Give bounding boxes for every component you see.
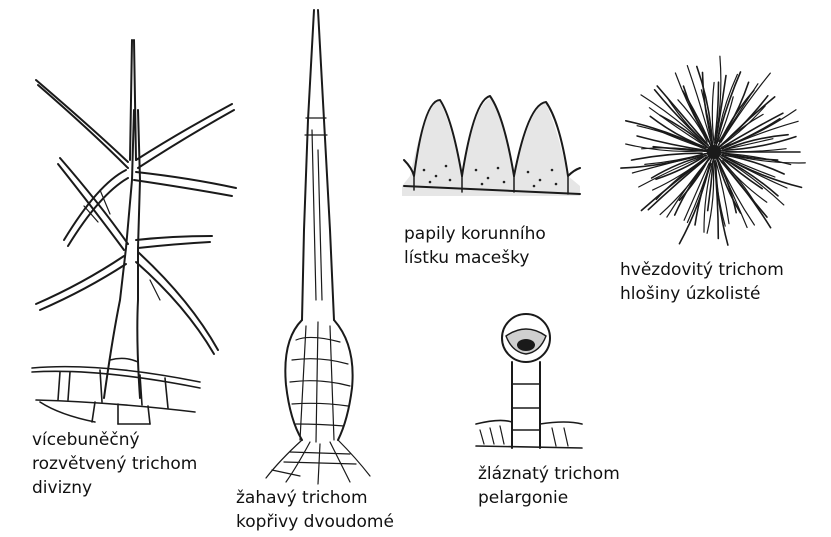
label-line: divizny [32,476,197,500]
star-trichome-drawing [621,56,805,245]
label-line: vícebuněčný [32,428,197,452]
star-center [707,145,721,159]
label-line: rozvětvený trichom [32,452,197,476]
label-line: hlošiny úzkolisté [620,282,784,306]
stinging-trichome-drawing [266,10,370,484]
label-line: kopřivy dvoudomé [236,510,394,534]
glandular-trichome-drawing [476,314,582,448]
label-line: papily korunního [404,222,546,246]
label-line: hvězdovitý trichom [620,258,784,282]
branched-trichome-drawing [32,40,236,424]
star-ray [712,83,714,144]
label-star-trichome: hvězdovitý trichom hlošiny úzkolisté [620,258,784,306]
label-line: pelargonie [478,486,620,510]
label-line: žláznatý trichom [478,462,620,486]
label-papillae: papily korunního lístku macešky [404,222,546,270]
label-line: žahavý trichom [236,486,394,510]
label-line: lístku macešky [404,246,546,270]
star-ray [687,158,712,223]
papillae-drawing [402,96,580,196]
label-glandular-trichome: žláznatý trichom pelargonie [478,462,620,510]
label-stinging-trichome: žahavý trichom kopřivy dvoudomé [236,486,394,534]
label-branched-trichome: vícebuněčný rozvětvený trichom divizny [32,428,197,500]
